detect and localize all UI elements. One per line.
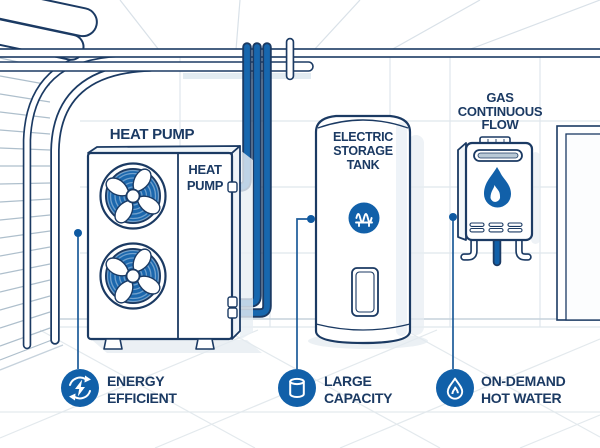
gas-title-line2: CONTINUOUS (457, 103, 543, 119)
heat-pump-foot (195, 338, 215, 350)
heat-pump-title-text: HEAT PUMP (109, 126, 195, 143)
gas-unit-vent-slot (477, 152, 519, 159)
gas-unit-pipes (460, 236, 532, 267)
large-capacity-line1: LARGE (324, 373, 372, 389)
energy-efficient-label: ENERGY EFFICIENT (107, 373, 177, 406)
callout-lines (77, 217, 454, 369)
gas-heater-unit (457, 136, 540, 267)
tank-title-line3: TANK (346, 158, 380, 172)
tank-side-shading (396, 122, 407, 336)
heating-element-icon (348, 202, 380, 234)
gas-title-line3: FLOW (481, 117, 519, 132)
gas-unit-shadow (531, 152, 540, 244)
energy-efficient-icon (61, 369, 99, 407)
on-demand-line1: ON-DEMAND (481, 373, 566, 389)
heat-pump-unit (86, 145, 262, 353)
storage-tank-title: ELECTRIC STORAGE TANK (303, 130, 423, 172)
gas-title-line1: GAS (486, 90, 514, 105)
gas-flow-title: GAS CONTINUOUS FLOW (440, 91, 560, 132)
tank-access-panel-inner (355, 271, 375, 313)
heat-pump-shadow (240, 150, 253, 340)
heat-pump-title: HEAT PUMP (92, 127, 212, 142)
fan-icon (101, 244, 166, 309)
pipe-connector (227, 296, 238, 308)
heat-pump-panel-line1: HEAT (188, 162, 222, 177)
ceiling-rails (0, 48, 600, 79)
floor-lines (0, 329, 600, 448)
heat-pump-foot (103, 338, 123, 350)
gas-unit-grille (469, 222, 523, 233)
gas-flame-icon (484, 167, 511, 208)
pipe-connector (227, 307, 238, 319)
on-demand-line2: HOT WATER (481, 389, 562, 406)
tank-shadow (408, 135, 424, 335)
large-capacity-icon (278, 369, 316, 407)
fan-icon (101, 164, 166, 229)
callout-line-capacity (296, 218, 311, 369)
tank-title-line1: ELECTRIC (332, 130, 394, 144)
gas-unit-body (457, 136, 534, 242)
on-demand-hot-water-label: ON-DEMAND HOT WATER (481, 373, 566, 406)
on-demand-hot-water-icon (436, 369, 474, 407)
door-frame (556, 125, 600, 321)
heat-pump-panel-line2: PUMP (186, 177, 224, 193)
callout-dots (74, 213, 457, 237)
tank-title-line2: STORAGE (333, 144, 393, 158)
heat-pump-panel-label: HEAT PUMP (175, 162, 235, 193)
heat-pump-floor-shadow (92, 340, 262, 353)
pipe-connector (227, 181, 238, 193)
large-capacity-line2: CAPACITY (324, 389, 393, 406)
large-capacity-label: LARGE CAPACITY (324, 373, 392, 406)
storage-tank-unit (308, 114, 428, 349)
energy-efficient-line1: ENERGY (107, 373, 165, 389)
energy-efficient-line2: EFFICIENT (107, 389, 177, 406)
